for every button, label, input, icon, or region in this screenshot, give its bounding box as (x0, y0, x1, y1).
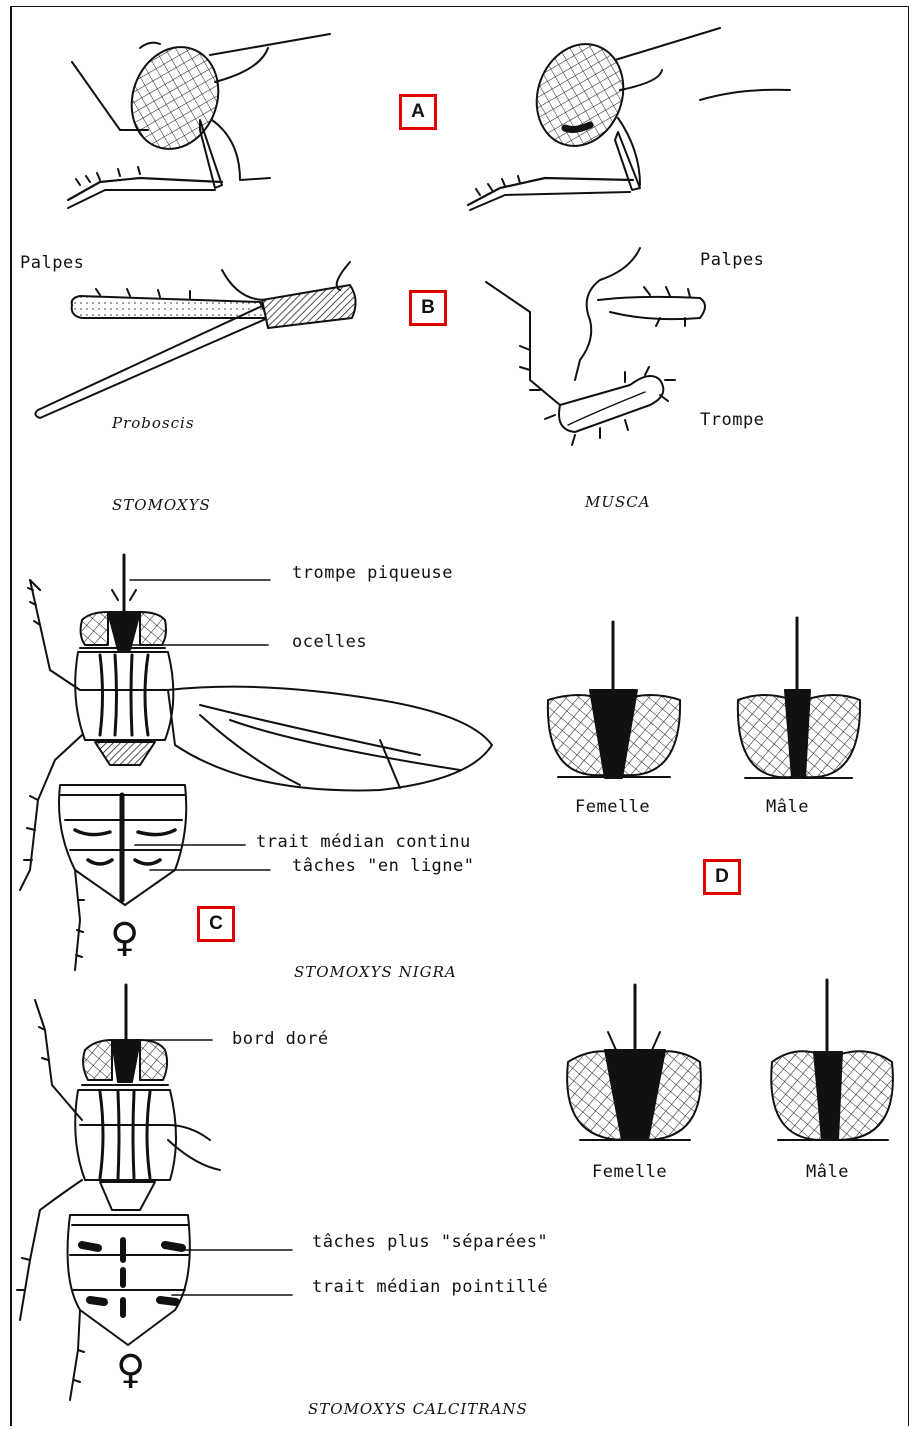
female-symbol-calcitrans: ♀ (116, 1350, 145, 1390)
label-trait-median-pointille: trait médian pointillé (312, 1277, 548, 1297)
nigra-female-head (548, 622, 680, 778)
label-ocelles: ocelles (292, 632, 367, 652)
nigra-male-head (738, 618, 860, 778)
label-calcitrans-male: Mâle (806, 1162, 849, 1182)
stomoxys-head-profile (68, 34, 330, 208)
label-palpes-musca: Palpes (700, 250, 764, 270)
label-species-calcitrans: STOMOXYS CALCITRANS (308, 1400, 528, 1418)
label-nigra-male: Mâle (766, 797, 809, 817)
badge-c: C (197, 906, 235, 942)
stomoxys-mouthparts (35, 262, 355, 418)
badge-a: A (399, 94, 437, 130)
label-trait-median-continu: trait médian continu (256, 832, 471, 852)
stomoxys-nigra-body (20, 555, 492, 970)
musca-head-profile (468, 28, 790, 210)
stomoxys-calcitrans-body (17, 985, 220, 1400)
musca-mouthparts (486, 248, 705, 445)
badge-d: D (703, 859, 741, 895)
label-genus-musca: MUSCA (585, 493, 651, 511)
female-symbol-nigra: ♀ (110, 918, 139, 958)
label-trompe-piqueuse: trompe piqueuse (292, 563, 453, 583)
label-genus-stomoxys: STOMOXYS (112, 496, 211, 514)
calcitrans-female-head (567, 985, 701, 1140)
calcitrans-male-head (771, 980, 893, 1140)
label-palpes-stomoxys: Palpes (20, 253, 84, 273)
label-calcitrans-femelle: Femelle (592, 1162, 667, 1182)
label-species-nigra: STOMOXYS NIGRA (294, 963, 457, 981)
label-trompe: Trompe (700, 410, 764, 430)
label-proboscis: Proboscis (112, 414, 195, 432)
label-bord-dore: bord doré (232, 1029, 329, 1049)
label-taches-en-ligne: tâches "en ligne" (292, 856, 475, 876)
badge-b: B (409, 290, 447, 326)
label-taches-separees: tâches plus "séparées" (312, 1232, 548, 1252)
label-nigra-femelle: Femelle (575, 797, 650, 817)
